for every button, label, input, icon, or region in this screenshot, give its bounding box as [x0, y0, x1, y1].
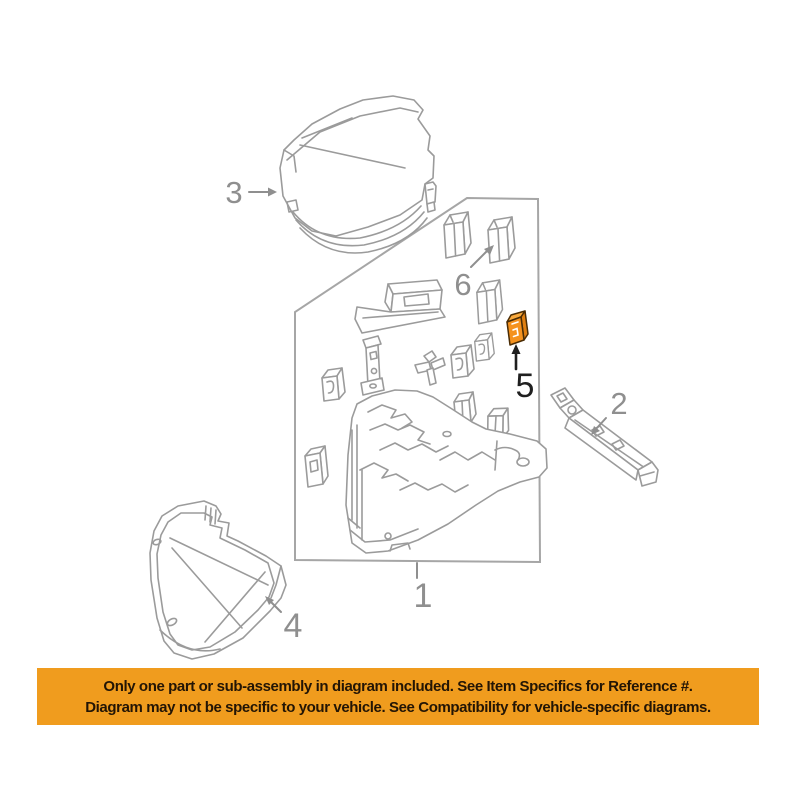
callout-1: 1	[414, 562, 433, 615]
bracket-t	[360, 335, 385, 396]
callout-2-label: 2	[610, 386, 627, 421]
part-3-upper-cover	[279, 95, 437, 254]
callout-2-arrow	[595, 417, 607, 430]
callout-2: 2	[591, 386, 628, 435]
socket-1	[450, 344, 475, 379]
callout-6-label: 6	[454, 267, 471, 302]
relay-3	[476, 279, 504, 325]
callout-4: 4	[265, 596, 302, 645]
part-5-highlighted-relay	[506, 310, 529, 346]
disclaimer-banner: Only one part or sub-assembly in diagram…	[37, 668, 759, 725]
disclaimer-line-1: Only one part or sub-assembly in diagram…	[103, 677, 693, 695]
callout-4-arrow	[270, 601, 282, 613]
callout-3: 3	[225, 175, 277, 210]
clip-left	[321, 367, 346, 402]
disclaimer-line-2: Diagram may not be specific to your vehi…	[85, 698, 711, 716]
relay-2	[487, 216, 516, 264]
callout-6-arrow	[470, 250, 488, 268]
callout-6: 6	[454, 245, 494, 302]
clip-box-left	[304, 445, 329, 488]
callout-5: 5	[511, 344, 535, 405]
callout-3-label: 3	[225, 175, 242, 210]
bracket-step	[354, 279, 446, 334]
part-2-bracket	[550, 387, 659, 487]
relay-1	[443, 211, 472, 259]
callout-5-label: 5	[516, 367, 535, 405]
clip-winged	[414, 350, 446, 386]
part-4-lower-cover	[149, 500, 287, 660]
main-fusebox	[345, 389, 548, 554]
callout-1-label: 1	[414, 577, 433, 615]
socket-2	[474, 332, 495, 362]
callout-4-label: 4	[284, 607, 303, 645]
